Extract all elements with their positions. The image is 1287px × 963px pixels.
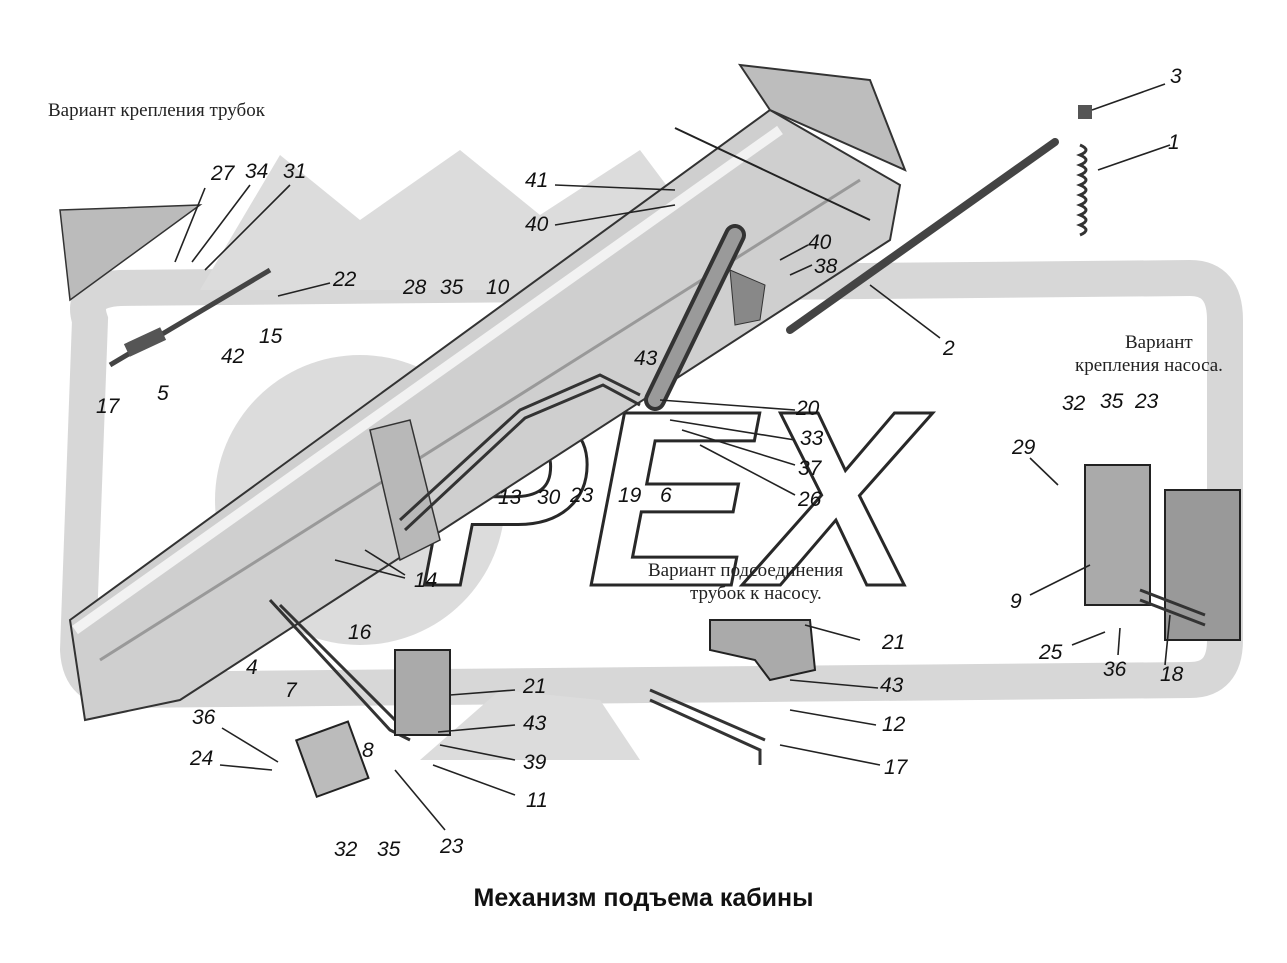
clamp-sleeve	[123, 327, 167, 357]
callout-label: 2	[943, 337, 955, 360]
callout-label: 40	[808, 231, 832, 254]
callout-label: 35	[440, 276, 464, 299]
callout-label: 30	[537, 486, 561, 509]
callout-label: 34	[245, 160, 269, 183]
callout-label: 39	[523, 751, 547, 774]
torsion-rod	[786, 138, 1059, 334]
callout-label: 19	[618, 484, 642, 507]
rod-line	[674, 127, 871, 221]
tube-mount-bracket	[59, 204, 203, 302]
callout-label: 35	[1100, 390, 1124, 413]
callout-label: 20	[796, 397, 820, 420]
callout-label: 23	[1135, 390, 1159, 413]
callout-label: 28	[403, 276, 427, 299]
note-pump-connect-2: трубок к насосу.	[690, 583, 822, 604]
callout-label: 22	[333, 268, 357, 291]
pump-center	[649, 619, 817, 765]
callout-label: 25	[1039, 641, 1063, 664]
callout-label: 11	[526, 789, 548, 812]
page-title: Механизм подъема кабины	[473, 884, 814, 912]
callout-label: 13	[498, 486, 522, 509]
callout-label: 32	[334, 838, 358, 861]
callout-label: 35	[377, 838, 401, 861]
frame-rail	[59, 63, 907, 722]
pump-right	[1084, 464, 1241, 641]
callout-label: 36	[192, 706, 216, 729]
callout-label: 37	[798, 457, 822, 480]
callout-label: 43	[634, 347, 658, 370]
callout-label: 26	[798, 488, 822, 511]
callout-label: 24	[190, 747, 214, 770]
leader-lines	[174, 83, 1171, 831]
callout-label: 18	[1160, 663, 1184, 686]
hydraulic-tube-a	[398, 373, 641, 522]
callout-label: 29	[1012, 436, 1036, 459]
callout-label: 42	[221, 345, 245, 368]
callout-label: 43	[523, 712, 547, 735]
spring	[1076, 143, 1088, 237]
callout-label: 23	[570, 484, 594, 507]
note-tubes-mount: Вариант крепления трубок	[48, 100, 265, 121]
note-pump-connect-1: Вариант подсоединения	[648, 560, 844, 581]
callout-label: 21	[882, 631, 906, 654]
callout-label: 17	[884, 756, 908, 779]
callout-label: 40	[525, 213, 549, 236]
callout-label: 21	[523, 675, 547, 698]
callout-label: 8	[362, 739, 374, 762]
pump-left	[294, 649, 451, 799]
callout-label: 23	[440, 835, 464, 858]
callout-label: 32	[1062, 392, 1086, 415]
callout-label: 31	[283, 160, 307, 183]
callout-label: 1	[1168, 131, 1180, 154]
spring-clip	[1078, 105, 1092, 119]
callout-label: 43	[880, 674, 904, 697]
callout-label: 10	[486, 276, 510, 299]
callout-label: 27	[211, 162, 235, 185]
callout-label: 3	[1170, 65, 1182, 88]
hydraulic-tube-b	[403, 383, 641, 532]
callout-label: 12	[882, 713, 906, 736]
callout-label: 41	[525, 169, 549, 192]
hydraulic-tube-c	[268, 598, 411, 742]
callout-label: 38	[814, 255, 838, 278]
callout-label: 17	[96, 395, 120, 418]
callout-label: 33	[800, 427, 824, 450]
callout-label: 4	[246, 656, 258, 679]
callout-label: 36	[1103, 658, 1127, 681]
note-pump-mount-2: крепления насоса.	[1075, 355, 1223, 376]
callout-label: 9	[1010, 590, 1022, 613]
lift-cylinder	[644, 224, 766, 411]
callout-label: 7	[285, 679, 297, 702]
callout-label: 15	[259, 325, 283, 348]
callout-label: 16	[348, 621, 372, 644]
callout-label: 6	[660, 484, 672, 507]
note-pump-mount-1: Вариант	[1125, 332, 1193, 353]
callout-label: 5	[157, 382, 169, 405]
callout-label: 14	[414, 569, 438, 592]
